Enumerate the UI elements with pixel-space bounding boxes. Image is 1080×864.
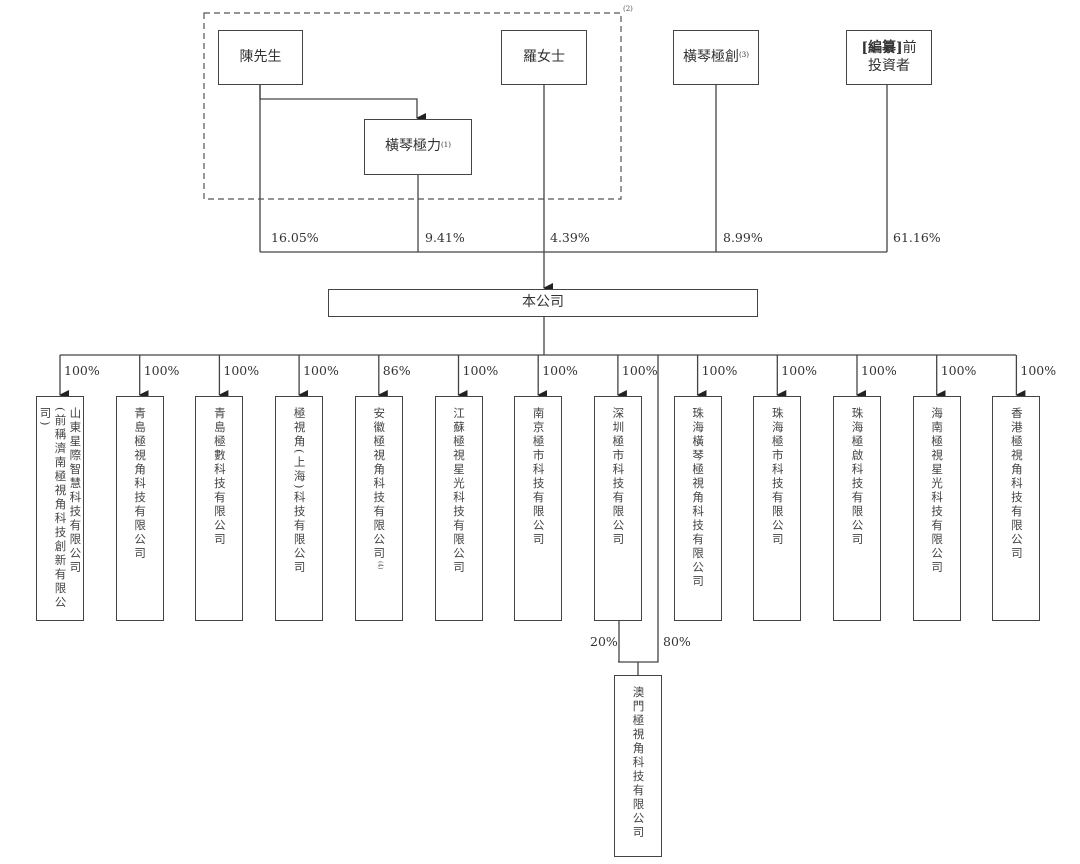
- pct-pre-ipo: 61.16%: [893, 230, 941, 245]
- subsidiary-name-text: 青島極數科技有限公司: [212, 407, 227, 547]
- subsidiary-box: 海南極視星光科技有限公司: [912, 396, 961, 621]
- shareholder-pre-ipo-box: [編纂]前 投資者: [846, 30, 932, 85]
- subsidiary-box: 珠海極市科技有限公司: [753, 396, 802, 621]
- subsidiary-box: 南京極市科技有限公司: [514, 396, 563, 621]
- pre-ipo-label-line2: 投資者: [868, 57, 910, 74]
- chen-to-jili-line: [259, 84, 426, 123]
- subsidiary-name: 珠海橫琴極視角科技有限公司: [690, 407, 705, 589]
- subsidiary-name-text: 江蘇極視星光科技有限公司: [451, 407, 466, 575]
- shareholder-luo-label: 羅女士: [523, 48, 565, 65]
- subsidiary-name-text: 深圳極市科技有限公司: [611, 407, 626, 547]
- note-marker: (3): [739, 51, 749, 60]
- subsidiary-pct: 100%: [64, 363, 100, 378]
- subsidiary-pct: 100%: [781, 363, 818, 378]
- shareholder-chen-label: 陳先生: [239, 48, 282, 65]
- company-to-macau-line: [618, 355, 659, 663]
- company-box: 本公司: [328, 289, 758, 317]
- subsidiary-name-text: 香港極視角科技有限公司: [1009, 407, 1024, 561]
- subsidiary-box: 安徽極視角科技有限公司(4): [354, 396, 403, 621]
- subsidiary-name: 珠海極啟科技有限公司: [850, 407, 865, 547]
- subsidiary-name: 安徽極視角科技有限公司(4): [371, 407, 386, 570]
- subsidiary-box: 珠海橫琴極視角科技有限公司: [673, 396, 722, 621]
- subsidiary-pct: 100%: [462, 363, 499, 378]
- concert-party-group-border: [203, 12, 622, 200]
- shareholder-hengqin-jichuang-label: 橫琴極創: [683, 48, 740, 65]
- subsidiary-name-text: 珠海極市科技有限公司: [770, 407, 785, 547]
- subsidiary-box: 深圳極市科技有限公司: [593, 396, 642, 621]
- shareholder-hengqin-jili-box: 橫琴極力(1): [364, 119, 472, 175]
- subsidiary-name: 青島極數科技有限公司: [212, 407, 227, 547]
- subsidiary-pct: 100%: [940, 363, 977, 378]
- subsidiary-box: 江蘇極視星光科技有限公司: [434, 396, 483, 621]
- subsidiary-box: 珠海極啟科技有限公司: [833, 396, 881, 621]
- subsidiary-name-macau: 澳門極視角科技有限公司: [631, 686, 646, 840]
- subsidiary-pct: 100%: [143, 363, 180, 378]
- subsidiary-name-text: 極視角(上海)科技有限公司: [292, 407, 307, 575]
- subsidiary-name: 山東星際智慧科技有限公司(前稱濟南極視角科技創新有限公司): [38, 407, 83, 620]
- pre-ipo-label-bold: [編纂]: [861, 40, 903, 56]
- subsidiary-name: 海南極視星光科技有限公司: [929, 407, 944, 575]
- subsidiary-name: 南京極市科技有限公司: [531, 407, 546, 547]
- subsidiary-pct: 86%: [382, 363, 411, 378]
- subsidiary-box: 青島極視角科技有限公司: [115, 396, 164, 621]
- note-marker: (1): [441, 140, 451, 149]
- subsidiary-pct: 100%: [861, 363, 897, 378]
- note-marker: (4): [376, 561, 384, 570]
- subsidiary-box: 山東星際智慧科技有限公司(前稱濟南極視角科技創新有限公司): [36, 396, 84, 621]
- shareholder-luo-box: 羅女士: [501, 30, 587, 85]
- group-note-marker: (2): [623, 5, 633, 13]
- subsidiary-former-name: (前稱濟南極視角科技創新有限公司): [38, 407, 68, 610]
- shareholder-chen-box: 陳先生: [218, 30, 303, 85]
- pct-luo: 4.39%: [550, 230, 590, 245]
- subsidiary-box: 香港極視角科技有限公司: [992, 396, 1041, 621]
- subsidiary-name: 青島極視角科技有限公司: [132, 407, 147, 561]
- subsidiary-name: 江蘇極視星光科技有限公司: [451, 407, 466, 575]
- subsidiary-name: 深圳極市科技有限公司: [610, 407, 625, 547]
- subsidiary-name-text: 山東星際智慧科技有限公司: [68, 407, 83, 575]
- subsidiary-pct: 100%: [621, 363, 658, 378]
- shareholder-hengqin-jichuang-box: 橫琴極創(3): [673, 30, 759, 85]
- subsidiary-name: 香港極視角科技有限公司: [1009, 407, 1024, 561]
- subsidiary-name: 極視角(上海)科技有限公司: [292, 407, 307, 575]
- subsidiary-box: 青島極數科技有限公司: [195, 396, 244, 621]
- subsidiary-name-text: 安徽極視角科技有限公司: [372, 407, 387, 561]
- shareholder-hengqin-jili-label: 橫琴極力: [385, 138, 442, 155]
- pct-chen: 16.05%: [271, 230, 319, 245]
- pct-hengqin-jichuang: 8.99%: [723, 230, 763, 245]
- subsidiary-arrows: [59, 355, 1026, 400]
- subsidiary-box-macau: 澳門極視角科技有限公司: [614, 675, 662, 857]
- subsidiary-name-text: 珠海橫琴極視角科技有限公司: [691, 407, 706, 589]
- pct-macau-from-shenzhen: 20%: [590, 634, 618, 649]
- pre-ipo-label-rest: 前: [902, 40, 917, 56]
- subsidiary-pct: 100%: [303, 363, 339, 378]
- subsidiary-name-text: 珠海極啟科技有限公司: [850, 407, 865, 547]
- subsidiary-pct: 100%: [223, 363, 260, 378]
- pct-macau-from-company: 80%: [663, 634, 691, 649]
- subsidiary-name-text: 海南極視星光科技有限公司: [930, 407, 945, 575]
- subsidiary-pct: 100%: [1020, 363, 1057, 378]
- company-label: 本公司: [522, 294, 564, 311]
- subsidiary-name-text: 南京極市科技有限公司: [531, 407, 546, 547]
- subsidiary-name: 珠海極市科技有限公司: [770, 407, 785, 547]
- pct-hengqin-jili: 9.41%: [425, 230, 465, 245]
- subsidiary-pct: 100%: [542, 363, 578, 378]
- subsidiary-name-text: 青島極視角科技有限公司: [133, 407, 148, 561]
- subsidiary-pct: 100%: [701, 363, 738, 378]
- subsidiary-box: 極視角(上海)科技有限公司: [275, 396, 324, 621]
